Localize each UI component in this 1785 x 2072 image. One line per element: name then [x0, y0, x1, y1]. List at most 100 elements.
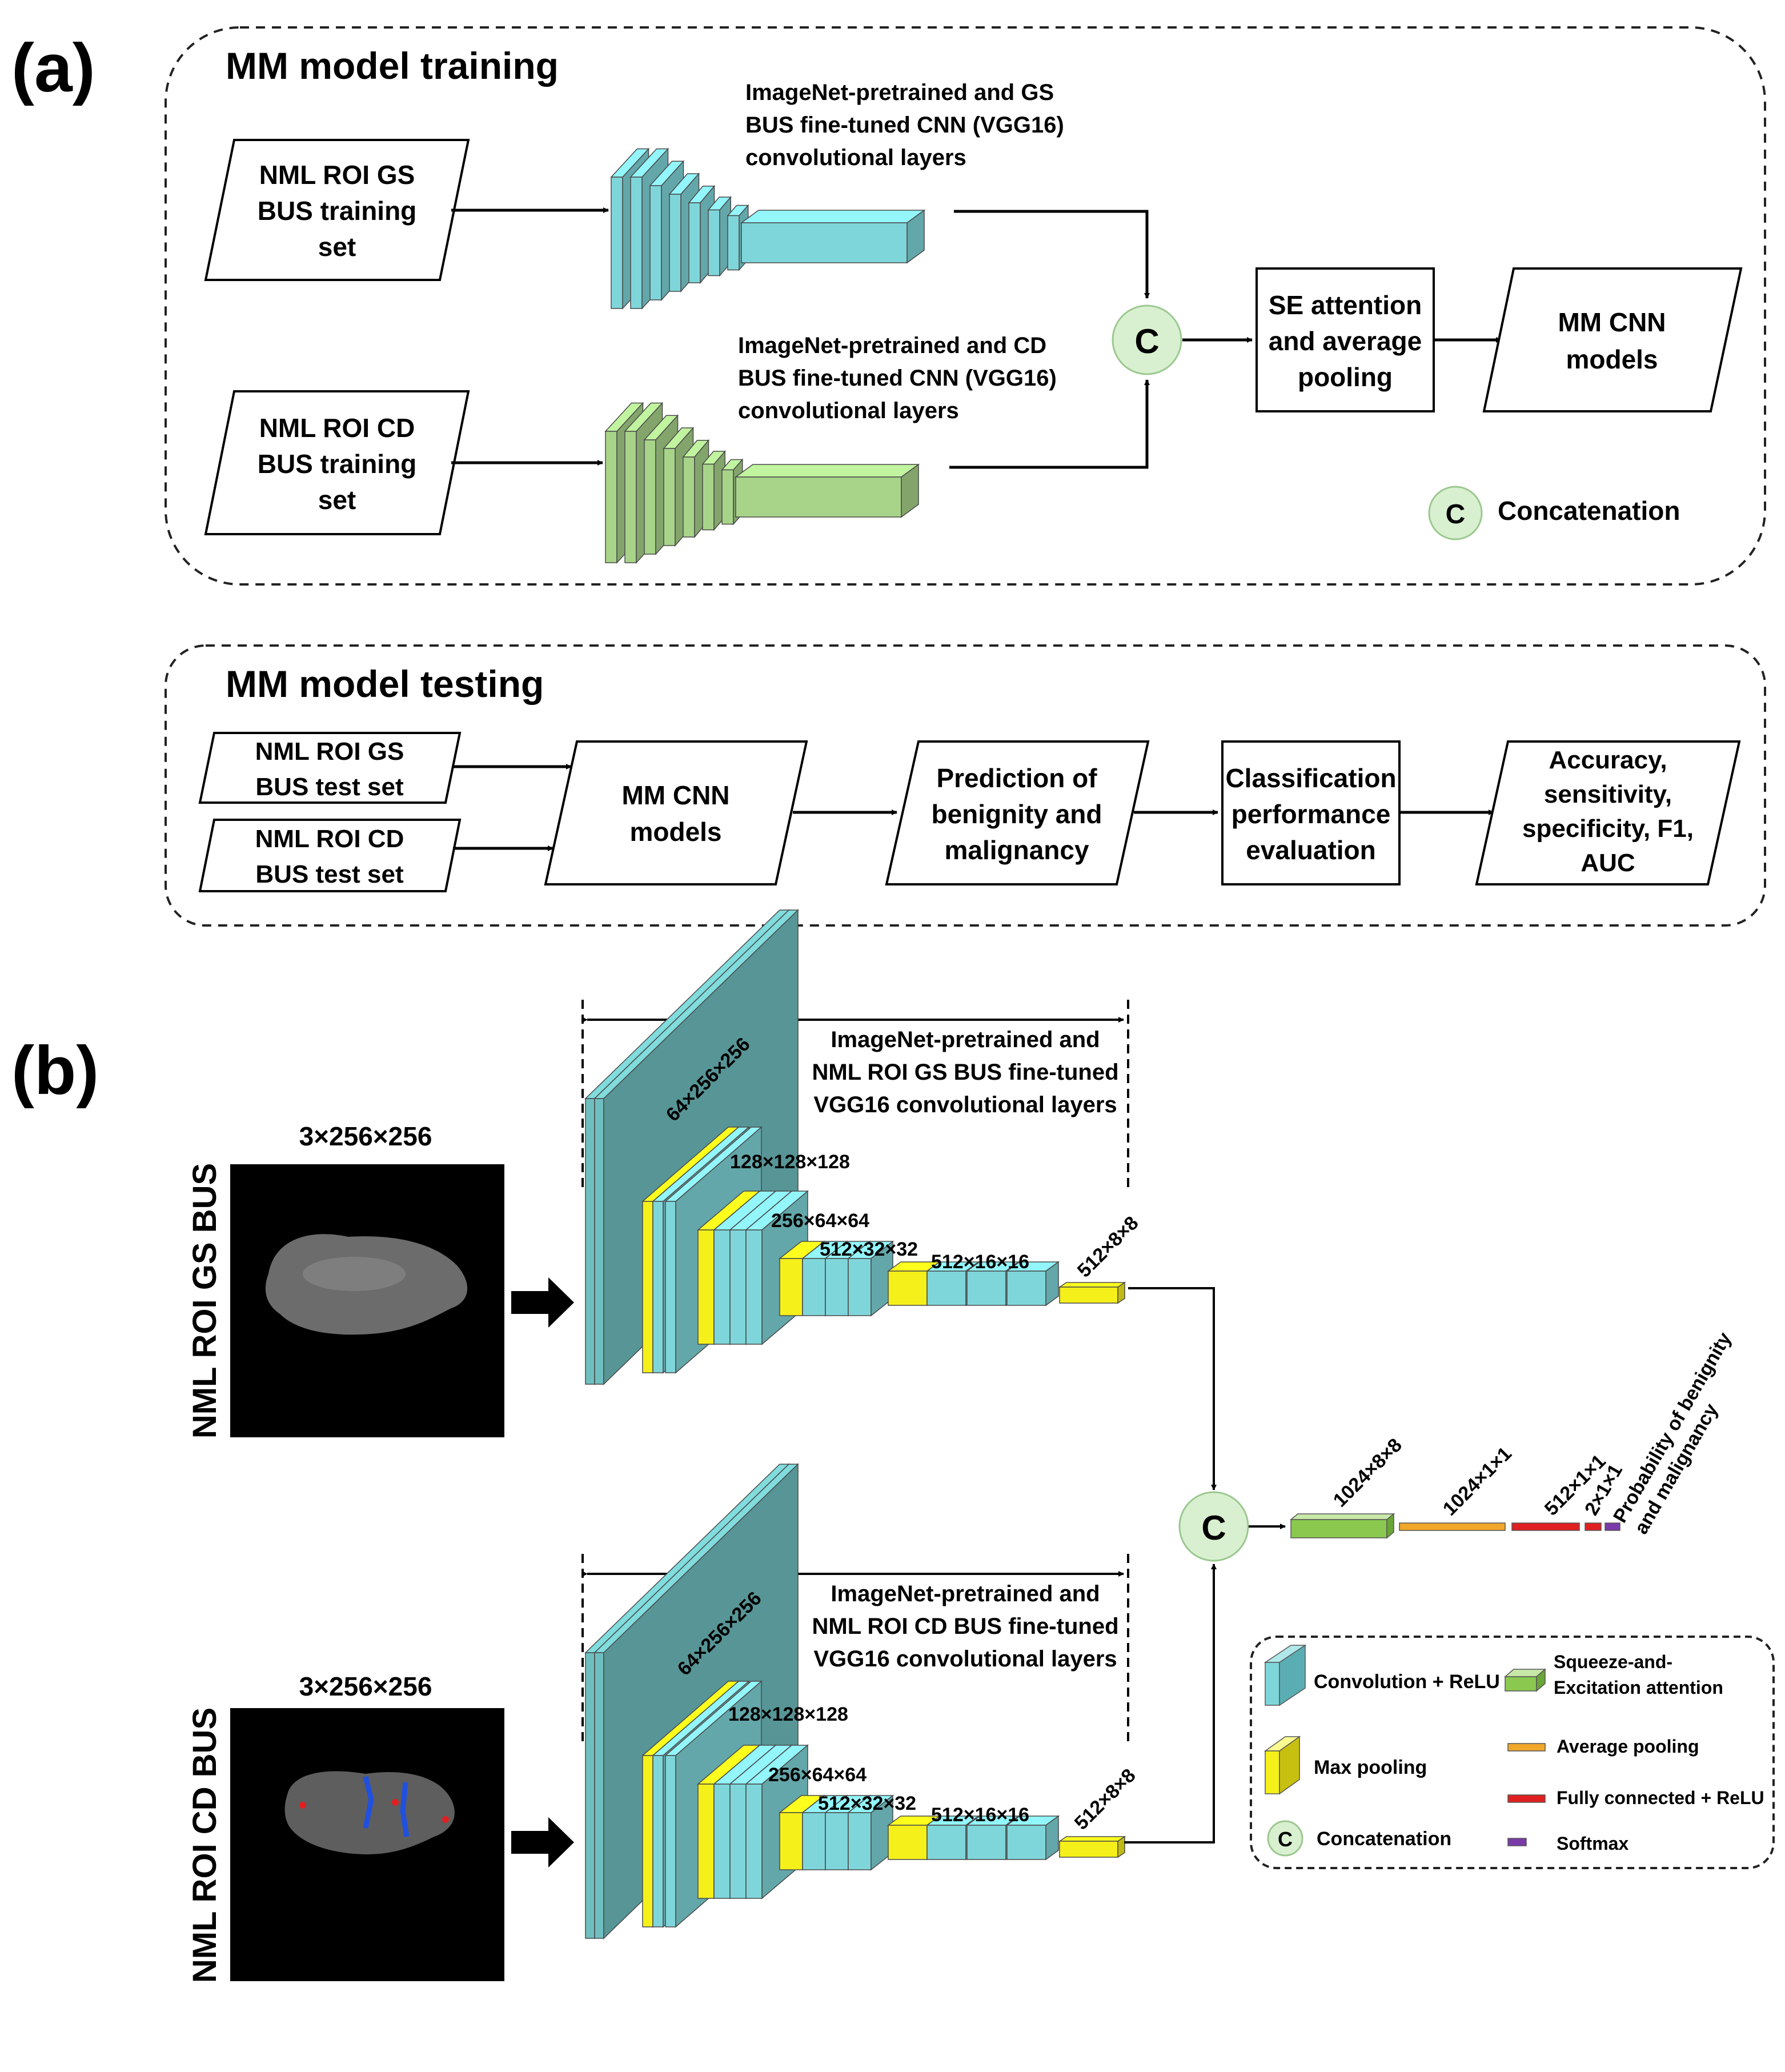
gs-block-arrow	[511, 1277, 574, 1328]
head-se-top	[1289, 1513, 1395, 1520]
head-se-side	[1386, 1513, 1394, 1539]
head-fc-block-1	[1511, 1522, 1580, 1531]
cnn-cd-label-line2: BUS fine-tuned CNN (VGG16)	[738, 366, 1057, 391]
legend-conv-icon	[1265, 1662, 1280, 1706]
testing-metrics-line1: Accuracy,	[1549, 746, 1667, 774]
testing-input-cd-text: NML ROI CD BUS test set	[255, 825, 404, 888]
vgg-gs-pool1-front	[642, 1201, 653, 1373]
vgg-gs-stack	[584, 909, 1126, 1385]
cnn-cd-layer-1-front	[624, 431, 637, 563]
testing-evaluation-line2: performance	[1232, 799, 1391, 829]
training-input-cd-line2: BUS training	[258, 449, 417, 479]
testing-evaluation-line3: evaluation	[1246, 835, 1376, 865]
cnn-gs-label-line2: BUS fine-tuned CNN (VGG16)	[745, 113, 1064, 138]
cnn-cd-layer-0-front	[605, 431, 617, 563]
vgg-gs-conv512c-front	[848, 1258, 872, 1316]
cnn-cd-flat-top	[734, 464, 920, 478]
legend-se-icon	[1505, 1676, 1537, 1692]
testing-models-line2: models	[629, 817, 721, 847]
gs-vgg-label-line2: NML ROI GS BUS fine-tuned	[812, 1060, 1118, 1085]
head-dim-labels: 1024×8×8 1024×1×1 512×1×1 2×1×1 Probabil…	[1329, 1329, 1736, 1538]
vgg-cd-conv16c-side	[1045, 1815, 1059, 1861]
vgg-gs-pool5-side	[1117, 1281, 1125, 1304]
cnn-gs-layer-1-front	[630, 177, 643, 309]
legend-b-concat-symbol: C	[1278, 1827, 1293, 1851]
testing-metrics-line2: sensitivity,	[1544, 780, 1672, 808]
vgg-gs-conv256b-front	[729, 1229, 747, 1345]
testing-input-cd-line1: NML ROI CD	[255, 825, 404, 853]
gs-vgg-label-line1: ImageNet-pretrained and	[831, 1027, 1100, 1052]
vgg-gs-pool4-front	[888, 1271, 928, 1306]
legend-se-label-1: Squeeze-and-	[1554, 1652, 1672, 1672]
cnn-cd-layer-2-front	[644, 439, 656, 555]
legend-maxpool-side	[1279, 1736, 1300, 1795]
cd-doppler-flow-2	[400, 1782, 410, 1837]
vgg-cd-pool5-side	[1117, 1835, 1125, 1858]
head-dim-1024x8: 1024×8×8	[1329, 1434, 1406, 1511]
head-fc-block-2	[1585, 1522, 1602, 1531]
training-input-gs	[204, 139, 470, 281]
vgg-gs-conv64b-front	[594, 1098, 604, 1385]
cd-doppler-spot-3	[442, 1816, 449, 1823]
testing-input-gs-text: NML ROI GS BUS test set	[255, 738, 404, 801]
vgg-cd-conv256c-front	[745, 1784, 763, 1899]
gs-dim-512c: 512×8×8	[1073, 1212, 1143, 1282]
cd-vgg-label-line3: VGG16 convolutional layers	[813, 1646, 1117, 1672]
legend-softmax-icon	[1507, 1838, 1527, 1846]
gs-dim-128: 128×128×128	[730, 1151, 850, 1173]
concat-node-b	[1178, 1491, 1249, 1562]
legend-maxpool-icon	[1265, 1750, 1280, 1794]
training-input-gs-text: NML ROI GS BUS training set	[258, 160, 417, 262]
gs-dim-512b: 512×16×16	[931, 1251, 1029, 1273]
cnn-cd-layer-4-front	[683, 456, 695, 538]
concat-node-a-symbol: C	[1134, 322, 1159, 360]
training-output-line1: MM CNN	[1558, 307, 1666, 337]
vgg-cd-conv64a-front	[585, 1652, 595, 1939]
legend-conv-label: Convolution + ReLU	[1314, 1671, 1500, 1693]
cd-dim-512a: 512×32×32	[818, 1793, 916, 1814]
training-output-text: MM CNN models	[1558, 307, 1666, 374]
gs-vgg-label-line3: VGG16 convolutional layers	[813, 1092, 1117, 1117]
vgg-gs-pool5-front	[1059, 1287, 1118, 1304]
legend-a-concat-symbol: C	[1446, 499, 1466, 530]
gs-lesion-texture	[303, 1257, 406, 1291]
cnn-cd-label-line3: convolutional layers	[738, 398, 959, 423]
legend-b-concat-label: Concatenation	[1317, 1828, 1451, 1850]
testing-models	[544, 740, 808, 885]
testing-prediction	[885, 740, 1150, 885]
vgg-gs-conv128a-front	[652, 1201, 664, 1373]
cd-to-concat-b	[1124, 1564, 1217, 1843]
testing-evaluation-text: Classification performance evaluation	[1225, 763, 1396, 865]
vgg-cd-pool4-front	[888, 1825, 928, 1860]
testing-input-cd-line2: BUS test set	[255, 860, 404, 888]
vgg-cd-conv16a-front	[926, 1825, 966, 1860]
testing-metrics-line4: AUC	[1581, 849, 1635, 877]
testing-metrics-text: Accuracy, sensitivity, specificity, F1, …	[1522, 746, 1694, 877]
legend-conv-side	[1279, 1644, 1306, 1706]
training-output	[1482, 267, 1743, 412]
vgg-gs-conv512b-front	[825, 1258, 849, 1316]
testing-prediction-line1: Prediction of	[936, 763, 1097, 793]
testing-metrics-line3: specificity, F1,	[1522, 815, 1694, 843]
cnn-gs-label-line1: ImageNet-pretrained and GS	[745, 80, 1054, 105]
testing-prediction-text: Prediction of benignity and malignancy	[932, 763, 1102, 865]
vgg-gs-conv16c-side	[1045, 1261, 1059, 1306]
cnn-cd-layer-5-front	[702, 463, 715, 531]
cd-doppler-flow-1	[363, 1776, 374, 1829]
cd-doppler-spot-2	[392, 1799, 399, 1806]
vgg-gs-pool2-front	[697, 1229, 715, 1345]
cnn-gs-label-line3: convolutional layers	[745, 145, 966, 170]
gs-to-concat-b	[1128, 1287, 1217, 1490]
legend-softmax-label: Softmax	[1557, 1833, 1628, 1854]
cnn-gs-stack	[610, 147, 926, 310]
testing-metrics	[1475, 740, 1741, 885]
cd-dim-512c: 512×8×8	[1070, 1765, 1140, 1834]
head-softmax-block	[1605, 1522, 1620, 1531]
cnn-gs-layer-6-front	[727, 215, 740, 271]
cd-dim-512b: 512×16×16	[931, 1804, 1029, 1826]
cnn-gs-layer-5-front	[708, 209, 720, 276]
se-box-line2: and average	[1269, 326, 1422, 356]
gs-dim-512a: 512×32×32	[820, 1239, 918, 1260]
gs-dim-256: 256×64×64	[771, 1210, 869, 1232]
training-input-cd-text: NML ROI CD BUS training set	[258, 413, 417, 515]
